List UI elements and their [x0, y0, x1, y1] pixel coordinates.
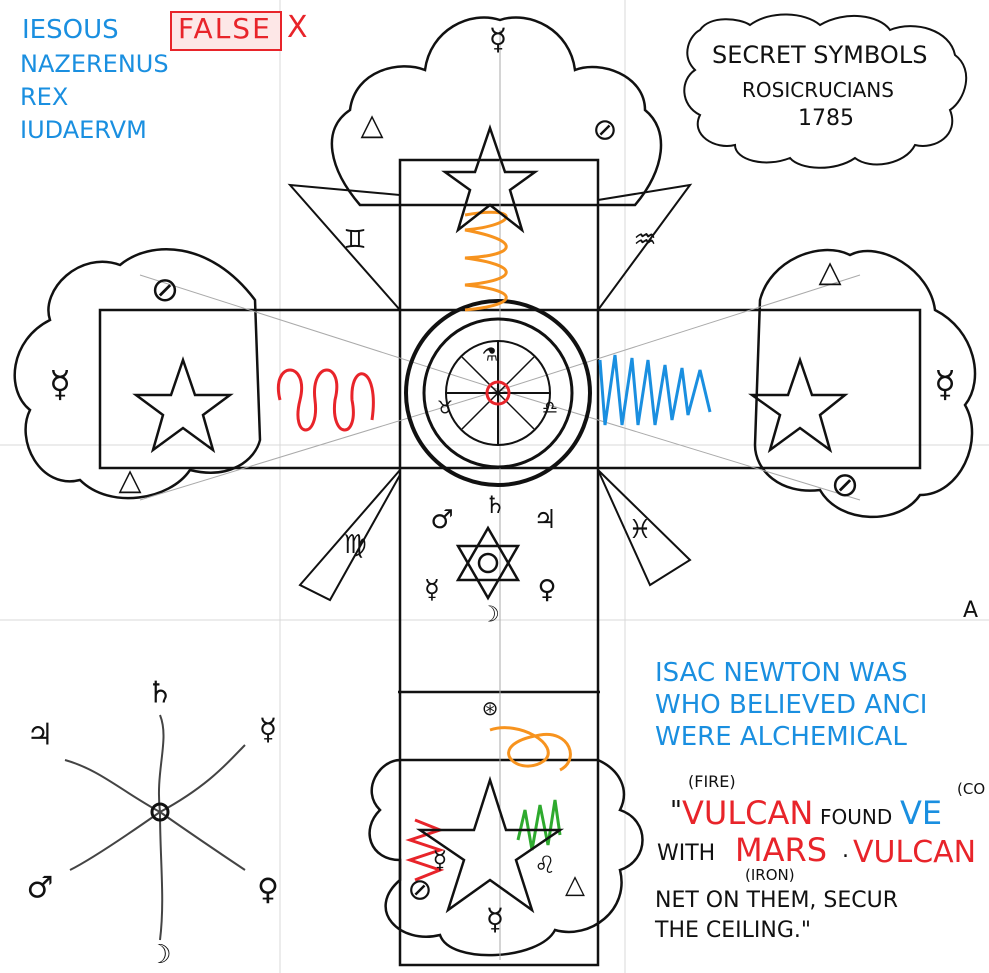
iudaervm-text: IUDAERVM — [20, 118, 147, 142]
caption-rosicrucians: ROSICRUCIANS — [742, 80, 894, 100]
newton-line-2: WHO BELIEVED ANCI — [655, 692, 927, 718]
moon-symbol: ☽ — [480, 603, 500, 628]
left-mercury-symbol: ☿ — [49, 365, 71, 406]
with-word: WITH — [657, 843, 715, 865]
right-salt-symbol: ⊘ — [831, 465, 860, 505]
star-mercury: ☿ — [259, 713, 277, 748]
vulcan-word-2: VULCAN — [853, 838, 976, 868]
planet-star-glyphs: ♄ ♃ ☿ ♂ ♀ ☽ — [27, 676, 279, 971]
venus-symbol: ♀ — [537, 575, 556, 605]
blue-zigzag — [600, 355, 710, 425]
rex-text: REX — [20, 85, 68, 109]
center-left-symbol: ♉ — [437, 398, 453, 419]
top-mercury-symbol: ☿ — [489, 23, 507, 58]
iron-note: (IRON) — [745, 868, 795, 883]
star-saturn: ♄ — [147, 676, 174, 711]
ray-bottom-right-symbol: ♓ — [628, 515, 651, 545]
newton-line-3: WERE ALCHEMICAL — [655, 724, 907, 750]
right-sulfur-symbol: △ — [818, 255, 841, 290]
vulcan-word: VULCAN — [682, 797, 813, 829]
saturn-symbol: ♄ — [484, 491, 506, 519]
false-tag: FALSE — [178, 15, 272, 43]
ray-bottom-left-symbol: ♍ — [343, 530, 366, 560]
edge-letter: A — [963, 600, 978, 622]
fire-note: (FIRE) — [688, 774, 736, 790]
iesous-text: IESOUS — [22, 17, 119, 43]
top-left-fire-symbol: △ — [360, 108, 383, 143]
bottom-cloud-lobe — [370, 760, 643, 955]
newton-line-1: ISAC NEWTON WAS — [655, 660, 908, 686]
mars-symbol: ♂ — [430, 505, 453, 535]
star-venus: ♀ — [257, 873, 279, 908]
caption-secret-symbols: SECRET SYMBOLS — [712, 43, 927, 67]
central-rose-disc — [406, 301, 590, 485]
bottom-mercury-large-symbol: ☿ — [486, 903, 504, 938]
orange-scribble — [490, 728, 570, 770]
pentagrams — [136, 128, 845, 910]
red-loops — [278, 370, 373, 430]
left-sulfur-symbol: △ — [118, 463, 141, 498]
right-mercury-symbol: ☿ — [934, 365, 956, 406]
center-top-symbol: ⚗ — [482, 345, 498, 366]
left-salt-symbol: ⊘ — [151, 270, 180, 310]
quote-open-mark: " — [670, 798, 682, 824]
jupiter-symbol: ♃ — [533, 505, 556, 535]
dot: . — [842, 840, 849, 862]
ceiling-line: THE CEILING." — [655, 920, 811, 942]
wheel-symbol: ⊛ — [482, 696, 499, 720]
planet-star-diagram — [65, 715, 245, 940]
venus-word-start: VE — [900, 797, 942, 829]
bottom-fire-symbol: △ — [565, 870, 585, 900]
nazerenus-text: NAZERENUS — [20, 52, 169, 76]
caption-year: 1785 — [798, 108, 854, 130]
leo-symbol: ♌ — [534, 851, 556, 879]
net-line: NET ON THEM, SECUR — [655, 890, 898, 912]
green-zigzag — [518, 800, 560, 850]
mercury-symbol-small: ☿ — [424, 575, 440, 605]
star-mars: ♂ — [27, 871, 54, 906]
x-mark: X — [287, 13, 308, 43]
star-moon: ☽ — [148, 940, 171, 970]
ray-right-symbol: ♒ — [633, 225, 656, 255]
bottom-mercury-symbol: ☿ — [433, 846, 448, 874]
ray-left-symbol: ♊ — [343, 225, 366, 255]
center-right-symbol: ♎ — [542, 398, 558, 419]
bottom-salt-symbol: ⊘ — [407, 873, 432, 908]
found-word: FOUND — [820, 807, 892, 827]
co-note: (CO — [957, 782, 985, 797]
hexagram — [458, 528, 518, 598]
top-right-salt-symbol: ⊘ — [592, 113, 617, 148]
mars-word: MARS — [735, 834, 827, 866]
star-jupiter: ♃ — [27, 718, 54, 753]
